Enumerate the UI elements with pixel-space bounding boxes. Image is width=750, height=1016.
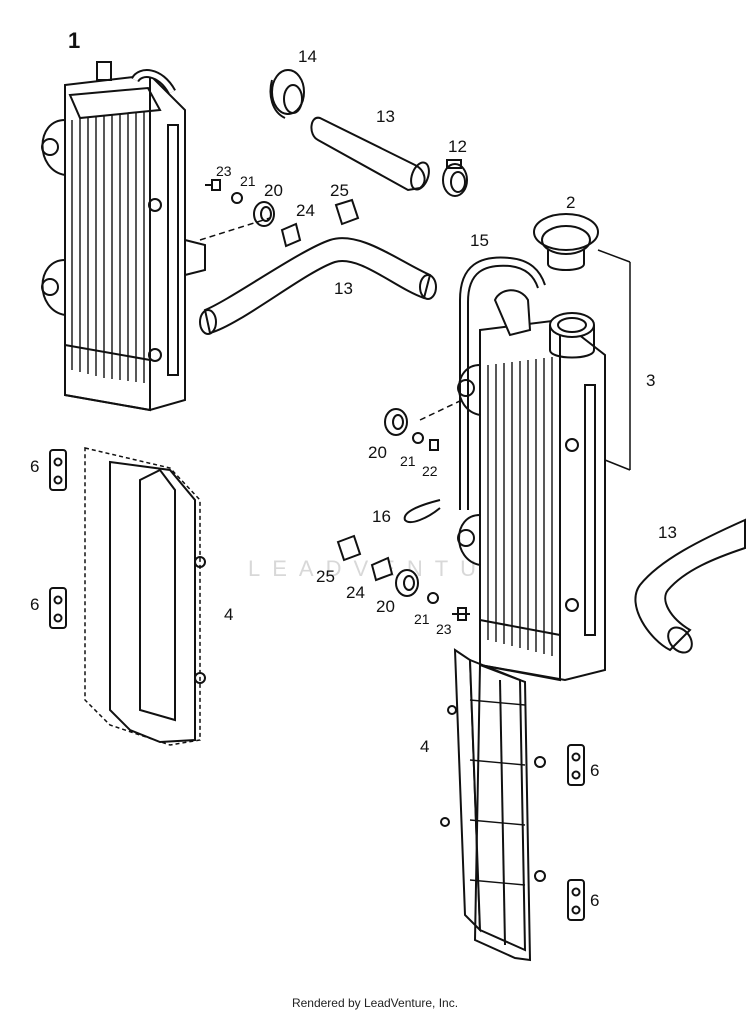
- right-upper-hardware: [384, 399, 463, 451]
- label-13-middle: 13: [334, 279, 353, 298]
- label-23-upper: 23: [216, 163, 232, 179]
- label-3: 3: [646, 371, 655, 390]
- label-13-upper: 13: [376, 107, 395, 126]
- label-21-lower: 21: [414, 611, 430, 627]
- left-radiator: [41, 61, 206, 412]
- label-12: 12: [448, 137, 467, 156]
- label-24-lower: 24: [346, 583, 365, 602]
- right-shroud: [440, 648, 546, 962]
- label-20-upper: 20: [264, 181, 283, 200]
- label-4-right: 4: [420, 737, 429, 756]
- radiator-3-leader: [604, 459, 631, 471]
- hose-13-right: [634, 518, 746, 654]
- label-25-lower: 25: [316, 567, 335, 586]
- cap-leader-line: [597, 249, 631, 263]
- hose-sleeve-14: [269, 69, 305, 119]
- label-13-right: 13: [658, 523, 677, 542]
- label-21-right: 21: [400, 453, 416, 469]
- radiator-cap-2: [533, 213, 599, 271]
- label-4-left: 4: [224, 605, 233, 624]
- label-14: 14: [298, 47, 317, 66]
- hose-13-middle: [199, 237, 437, 335]
- right-lower-hardware: [336, 534, 470, 621]
- hose-clamp-12: [442, 159, 468, 197]
- label-22: 22: [422, 463, 438, 479]
- label-20-lower: 20: [376, 597, 395, 616]
- overflow-hose-15: [459, 256, 546, 510]
- right-radiator: [457, 289, 606, 682]
- label-6-d: 6: [590, 891, 599, 910]
- label-2: 2: [566, 193, 575, 212]
- label-15: 15: [470, 231, 489, 250]
- label-1: 1: [68, 28, 80, 53]
- label-24-upper: 24: [296, 201, 315, 220]
- label-20-right: 20: [368, 443, 387, 462]
- label-6-c: 6: [590, 761, 599, 780]
- label-23-lower: 23: [436, 621, 452, 637]
- hose-clip-16: [403, 499, 441, 524]
- label-6-b: 6: [30, 595, 39, 614]
- label-21-upper: 21: [240, 173, 256, 189]
- label-16: 16: [372, 507, 391, 526]
- bracket-6b: [49, 587, 67, 629]
- label-6-a: 6: [30, 457, 39, 476]
- footer-credit: Rendered by LeadVenture, Inc.: [291, 996, 459, 1010]
- bracket-6c: [567, 744, 585, 786]
- left-shroud: [84, 447, 206, 746]
- bracket-6a: [49, 449, 67, 491]
- left-mount-hardware: [199, 179, 360, 248]
- label-25-upper: 25: [330, 181, 349, 200]
- bracket-6d: [567, 879, 585, 921]
- hose-13-upper: [310, 116, 430, 192]
